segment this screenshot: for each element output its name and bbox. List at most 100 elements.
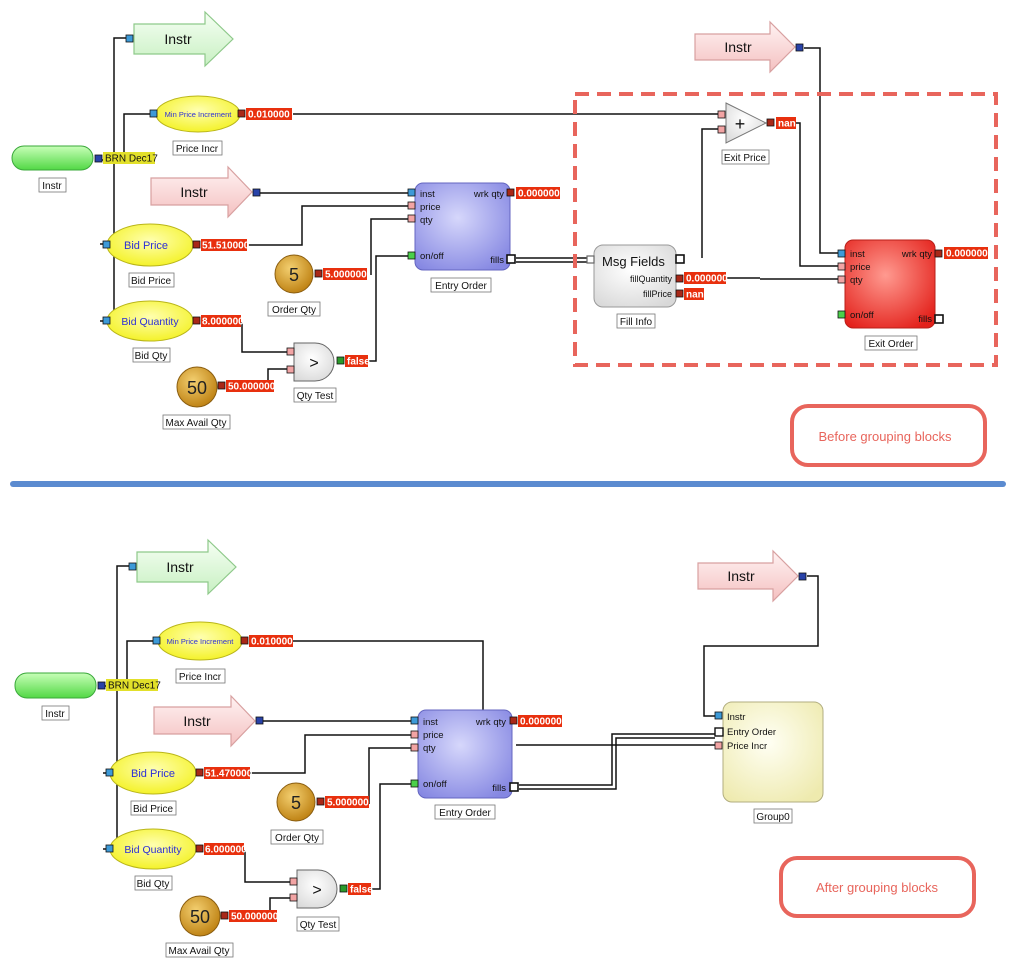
min-price-ellipse[interactable]: Min Price Increment (157, 621, 243, 661)
port-icon[interactable] (255, 716, 264, 725)
port-icon[interactable] (220, 911, 229, 920)
ellipse-label: Bid Price (131, 768, 175, 780)
constant-label: 5 (289, 265, 299, 285)
bid-quantity-ellipse[interactable]: Bid Quantity (109, 828, 197, 870)
port-icon[interactable] (410, 779, 419, 788)
bid-quantity-ellipse[interactable]: Bid Quantity (106, 300, 194, 342)
entry-order-block[interactable]: inst price qty on/off wrk qty fills (414, 182, 511, 271)
caption-text: Max Avail Qty (166, 418, 227, 429)
port-icon[interactable] (714, 741, 723, 750)
port-icon[interactable] (766, 118, 775, 127)
msg-fields-block[interactable]: Msg Fields fillQuantity fillPrice (593, 244, 677, 308)
bid-price-ellipse[interactable]: Bid Price (109, 751, 197, 795)
port-icon[interactable] (837, 262, 846, 271)
port-icon[interactable] (407, 201, 416, 210)
order-qty-constant[interactable]: 5 (274, 254, 314, 294)
port-icon[interactable] (586, 255, 595, 264)
port-icon[interactable] (410, 743, 419, 752)
port-label: Entry Order (727, 727, 776, 738)
port-icon[interactable] (837, 249, 846, 258)
exit-order-block[interactable]: inst price qty on/off wrk qty fills (844, 239, 936, 329)
port-icon[interactable] (407, 251, 416, 260)
instr-output-arrow[interactable]: Instr (133, 10, 234, 68)
port-label: qty (850, 275, 863, 286)
qty-test-comparator[interactable]: > (296, 869, 338, 909)
port-icon[interactable] (336, 356, 345, 365)
port-icon[interactable] (195, 844, 204, 853)
port-icon[interactable] (252, 188, 261, 197)
port-icon[interactable] (410, 716, 419, 725)
port-icon[interactable] (128, 562, 137, 571)
instr-output-arrow[interactable]: Instr (136, 538, 237, 596)
port-icon[interactable] (102, 316, 111, 325)
value-tag (516, 187, 560, 199)
block-caption (128, 272, 175, 288)
value-tag-text: nan (686, 290, 704, 301)
port-icon[interactable] (192, 240, 201, 249)
bid-price-ellipse[interactable]: Bid Price (106, 223, 194, 267)
port-icon[interactable] (97, 681, 106, 690)
port-icon[interactable] (105, 768, 114, 777)
port-icon[interactable] (195, 768, 204, 777)
port-icon[interactable] (675, 274, 684, 283)
port-icon[interactable] (795, 43, 804, 52)
port-icon[interactable] (714, 727, 724, 737)
port-icon[interactable] (934, 314, 944, 324)
port-label: price (420, 202, 441, 213)
port-icon[interactable] (192, 316, 201, 325)
after-annotation: After grouping blocks (779, 856, 976, 918)
block-caption (130, 800, 177, 816)
port-icon[interactable] (410, 730, 419, 739)
instr-exit-arrow[interactable]: Instr (694, 20, 796, 74)
port-icon[interactable] (407, 188, 416, 197)
exit-price-adder[interactable]: + (725, 102, 768, 144)
port-icon[interactable] (237, 109, 246, 118)
value-tag-text: 6.000000 (205, 845, 247, 856)
instrument-block[interactable]: Instr (14, 672, 97, 721)
port-icon[interactable] (506, 254, 516, 264)
port-icon[interactable] (286, 365, 295, 374)
port-icon[interactable] (837, 310, 846, 319)
port-icon[interactable] (675, 254, 685, 264)
group-block[interactable]: Instr Entry Order Price Incr (722, 701, 824, 803)
port-icon[interactable] (94, 154, 103, 163)
port-icon[interactable] (152, 636, 161, 645)
port-icon[interactable] (289, 893, 298, 902)
entry-order-block[interactable]: inst price qty on/off wrk qty fills (417, 709, 513, 799)
port-icon[interactable] (289, 877, 298, 886)
port-icon[interactable] (714, 711, 723, 720)
port-icon[interactable] (506, 188, 515, 197)
order-qty-constant[interactable]: 5 (276, 782, 316, 822)
port-icon[interactable] (509, 716, 518, 725)
port-icon[interactable] (102, 240, 111, 249)
port-label: price (850, 262, 871, 273)
instr-input-arrow[interactable]: Instr (150, 165, 253, 219)
instr-exit-arrow[interactable]: Instr (697, 549, 799, 603)
port-icon[interactable] (339, 884, 348, 893)
port-icon[interactable] (675, 289, 684, 298)
value-tag (944, 247, 988, 259)
max-avail-constant[interactable]: 50 (179, 895, 221, 937)
port-icon[interactable] (286, 347, 295, 356)
port-icon[interactable] (717, 110, 726, 119)
instr-input-arrow[interactable]: Instr (153, 694, 256, 748)
port-icon[interactable] (837, 275, 846, 284)
port-icon[interactable] (316, 797, 325, 806)
port-icon[interactable] (798, 572, 807, 581)
port-icon[interactable] (217, 381, 226, 390)
block-caption (165, 942, 234, 958)
port-icon[interactable] (105, 844, 114, 853)
max-avail-constant[interactable]: 50 (176, 366, 218, 408)
qty-test-comparator[interactable]: > (293, 342, 335, 382)
port-icon[interactable] (509, 782, 519, 792)
port-icon[interactable] (240, 636, 249, 645)
port-icon[interactable] (314, 269, 323, 278)
instrument-block[interactable]: Instr (11, 145, 94, 193)
value-tag (684, 272, 726, 284)
min-price-ellipse[interactable]: Min Price Increment (155, 95, 241, 133)
port-icon[interactable] (934, 249, 943, 258)
port-icon[interactable] (717, 125, 726, 134)
port-icon[interactable] (407, 214, 416, 223)
port-icon[interactable] (149, 109, 158, 118)
port-icon[interactable] (125, 34, 134, 43)
